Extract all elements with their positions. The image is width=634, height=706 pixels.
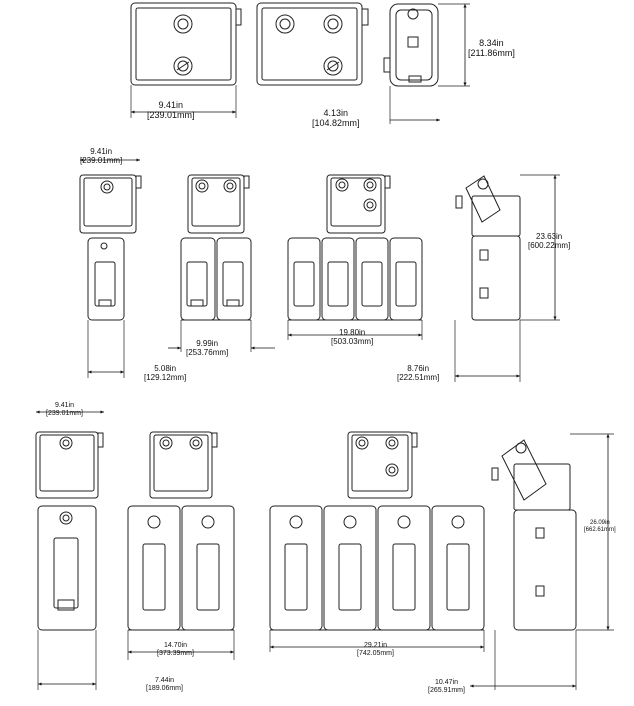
bot-double-width-mm: [373.39mm] [157, 650, 194, 658]
mid-double-unit [180, 174, 252, 321]
mid-side-view [455, 175, 521, 321]
mid-height-inches: 23.63in [536, 232, 563, 241]
mid-top-width-inches: 9.41in [90, 147, 113, 156]
top-rear-view [256, 2, 369, 86]
mid-single-unit [79, 174, 142, 321]
bot-double-unit [127, 431, 235, 631]
bot-side-view [491, 439, 577, 631]
top-height-mm: [211.86mm] [468, 48, 515, 59]
bot-height-label: 26.09in [662.61mm] [584, 520, 616, 534]
top-depth-inches: 4.13in [323, 108, 349, 118]
mid-depth-mm: [222.51mm] [397, 373, 440, 383]
top-height-inches: 8.34in [479, 38, 504, 48]
mid-depth-label: 8.76in [222.51mm] [397, 364, 439, 382]
mid-height-label: 23.63in [600.22mm] [528, 232, 570, 250]
bot-height-mm: [662.61mm] [584, 526, 616, 533]
bot-single-unit [35, 431, 104, 631]
bot-depth-label: 10.47in [265.91mm] [428, 679, 465, 695]
bot-single-width-inches: 7.44in [154, 677, 175, 684]
bot-quad-unit [269, 431, 485, 631]
bot-depth-mm: [265.91mm] [428, 687, 465, 695]
bot-top-width-mm: [239.01mm] [46, 410, 83, 418]
bot-top-width-inches: 9.41in [54, 402, 75, 409]
bot-quad-width-mm: [742.05mm] [357, 650, 394, 658]
mid-single-width-mm: [129.12mm] [144, 373, 187, 383]
mid-quad-width-label: 19.80in [503.03mm] [331, 328, 373, 346]
bot-single-width-label: 7.44in [189.06mm] [146, 677, 183, 693]
bot-height-inches: 26.09in [590, 520, 610, 526]
top-depth-label: 4.13in [104.82mm] [312, 108, 360, 129]
mid-double-width-mm: [253.76mm] [186, 348, 229, 358]
mid-quad-width-mm: [503.03mm] [331, 337, 374, 347]
bot-double-width-label: 14.70in [373.39mm] [157, 642, 194, 658]
top-width-label: 9.41in [239.01mm] [147, 100, 195, 121]
bot-quad-width-inches: 29.21in [364, 642, 387, 649]
top-side-view [383, 3, 470, 124]
mid-top-width-label: 9.41in [239.01mm] [80, 147, 122, 165]
mid-single-width-inches: 5.08in [154, 364, 177, 373]
mid-depth-inches: 8.76in [407, 364, 430, 373]
mid-quad-width-inches: 19.80in [339, 328, 366, 337]
top-height-label: 8.34in [211.86mm] [468, 38, 515, 59]
top-depth-mm: [104.82mm] [312, 118, 360, 129]
mid-quad-unit [287, 174, 423, 321]
mid-double-width-inches: 9.99in [196, 339, 219, 348]
bot-quad-width-label: 29.21in [742.05mm] [357, 642, 394, 658]
top-width-mm: [239.01mm] [147, 110, 195, 121]
mid-double-width-label: 9.99in [253.76mm] [186, 339, 228, 357]
bot-double-width-inches: 14.70in [164, 642, 187, 649]
bot-top-width-label: 9.41in [239.01mm] [46, 402, 83, 418]
bot-single-width-mm: [189.06mm] [146, 685, 183, 693]
mid-single-width-label: 5.08in [129.12mm] [144, 364, 186, 382]
top-width-inches: 9.41in [158, 100, 184, 110]
bot-depth-inches: 10.47in [435, 679, 458, 686]
mid-height-mm: [600.22mm] [528, 241, 571, 251]
mid-top-width-mm: [239.01mm] [80, 156, 123, 166]
